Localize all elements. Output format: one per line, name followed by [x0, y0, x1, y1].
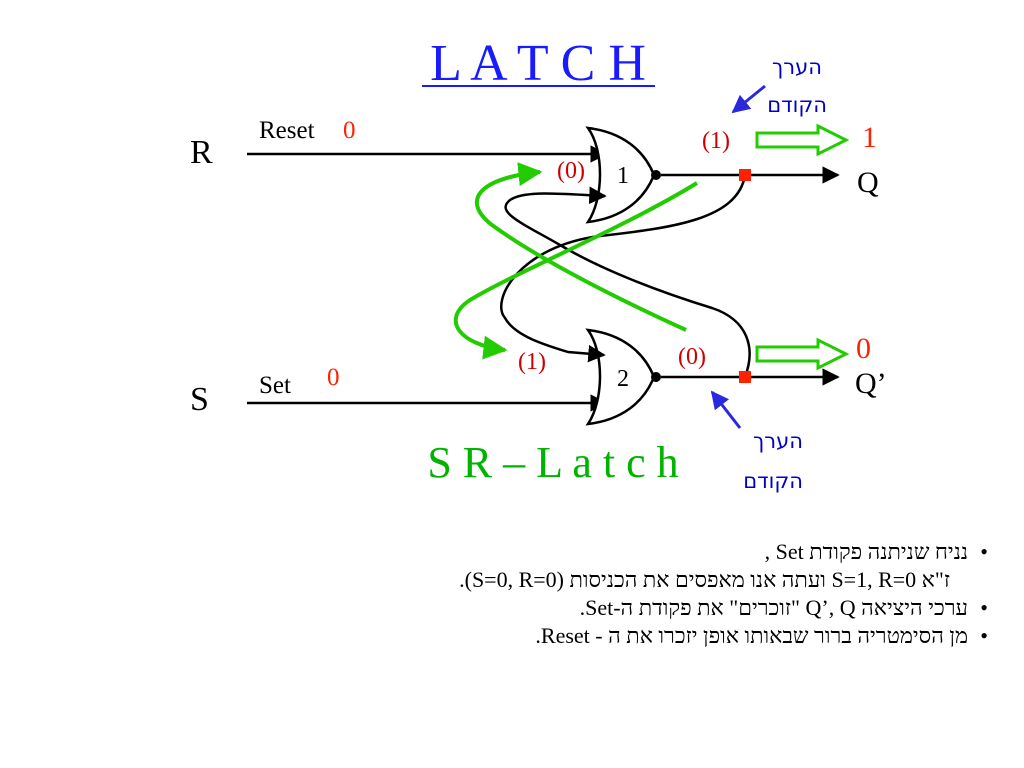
reset-label: Reset: [259, 117, 315, 144]
gate-1-number: 1: [617, 163, 629, 189]
feedback-wire-qbar-to-gate1: [504, 186, 751, 378]
set-value: 0: [327, 364, 340, 391]
prev-value-note-top-line2: הקודם: [767, 93, 827, 117]
q-previous-value: (1): [702, 128, 730, 154]
bullet-item: ערכי היציאה Q’, Q "זוכרים" את פקודת ה-Se…: [140, 594, 990, 622]
set-label: Set: [259, 372, 291, 399]
qbar-output-label: Q’: [855, 367, 887, 400]
feedback-wire-q-to-gate2: [500, 174, 747, 363]
gate-2-feedback-value: (1): [518, 349, 546, 375]
bullet-item: נניח שניתנה פקודת Set ,: [140, 538, 990, 566]
green-flow-qbar-to-gate1: [474, 162, 687, 332]
prev-value-top-pointer: [731, 84, 766, 114]
gate-2-number: 2: [617, 366, 629, 392]
r-input-letter: R: [190, 134, 213, 171]
q-junction-dot: [739, 169, 751, 181]
gate-2-inversion-bubble: [651, 372, 661, 382]
qbar-junction-dot: [739, 371, 751, 383]
page-title: L A T C H: [430, 35, 646, 92]
s-input-letter: S: [190, 381, 209, 418]
explanation-bullets: נניח שניתנה פקודת Set , ז"א S=1, R=0 ועת…: [140, 538, 990, 650]
prev-value-note-bottom-line2: הקודם: [743, 469, 803, 493]
bullet-item: מן הסימטריה ברור שבאותו אופן יזכרו את ה …: [140, 622, 990, 650]
prev-value-bottom-pointer: [710, 390, 742, 429]
reset-value: 0: [343, 117, 356, 144]
prev-value-note-top-line1: הערך: [772, 55, 822, 79]
green-flow-q-to-gate2: [453, 181, 699, 360]
q-output-value: 1: [862, 121, 877, 154]
q-output-label: Q: [857, 166, 879, 199]
bullet-item-continuation: ז"א S=1, R=0 ועתה אנו מאפסים את הכניסות …: [459, 567, 950, 592]
qbar-result-arrow: [755, 337, 850, 371]
prev-value-note-bottom-line1: הערך: [753, 429, 803, 453]
qbar-output-value: 0: [856, 332, 871, 365]
qbar-previous-value: (0): [678, 344, 706, 370]
gate-1-inversion-bubble: [651, 170, 661, 180]
q-result-arrow: [755, 123, 850, 157]
gate-1-feedback-value: (0): [557, 158, 585, 184]
diagram-subtitle: S R – L a t c h: [427, 438, 678, 487]
